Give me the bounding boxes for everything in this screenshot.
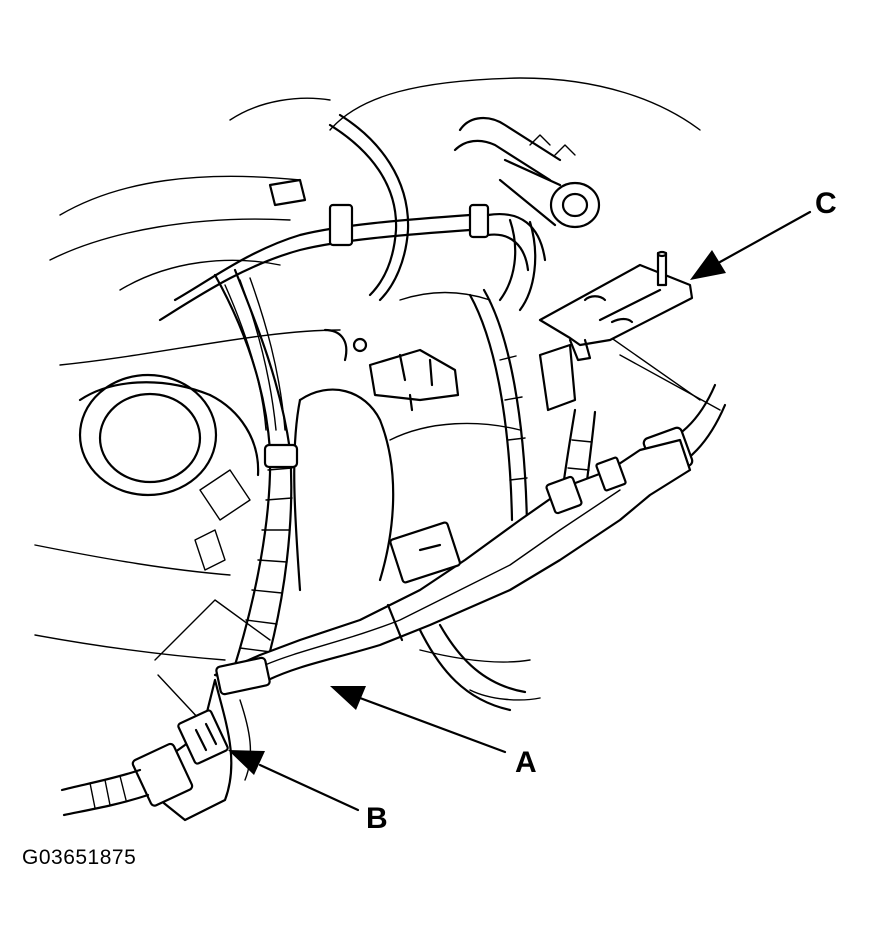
intake-pipe [78,373,260,571]
connector-b [60,709,229,817]
arrow-a-shaft [358,696,507,754]
engine-background [34,77,721,721]
callout-c: C [815,187,837,220]
arrow-b-shaft [258,763,360,812]
leader-arrows [228,210,812,812]
center-bracket [352,337,577,412]
upper-hoses [158,113,547,322]
callout-b: B [366,802,388,835]
figure-id: G03651875 [22,846,137,869]
bracket-c [538,250,694,362]
harness-cover-a [148,438,692,822]
arrow-c-head [690,250,726,280]
center-hose [293,328,395,592]
arrow-a-head [330,686,366,710]
arrow-b-head [228,750,265,775]
arrow-c-shaft [718,210,812,264]
upper-right-hoses [453,117,601,312]
callout-a: A [515,746,537,779]
left-wire-bundle [213,268,299,672]
